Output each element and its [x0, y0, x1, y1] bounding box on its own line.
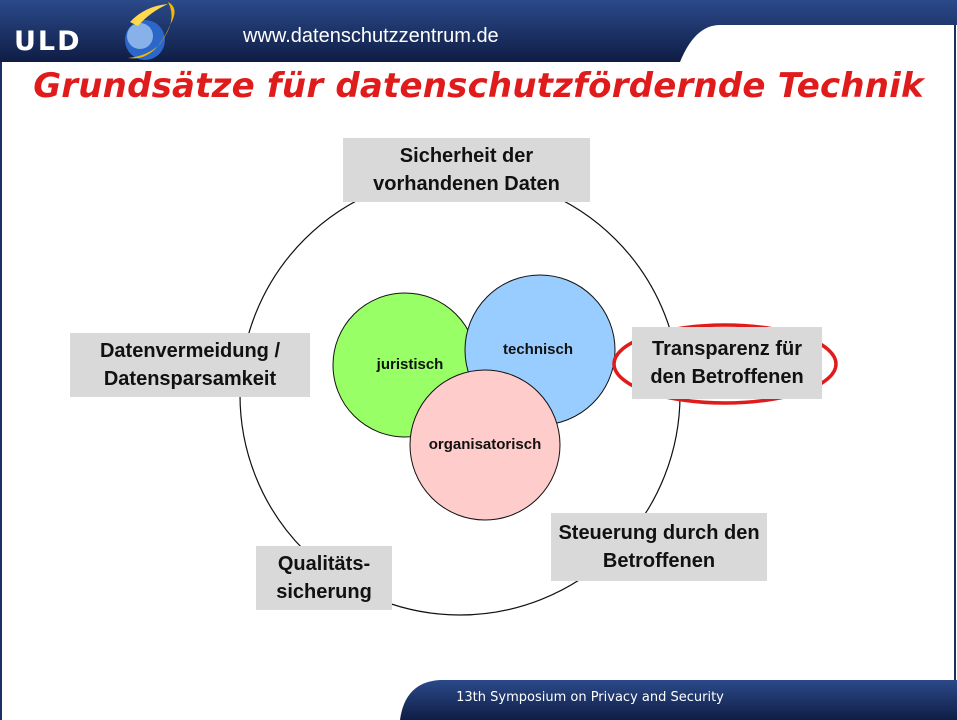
header-band: [0, 0, 957, 62]
header-url[interactable]: www.datenschutzzentrum.de: [243, 25, 499, 47]
label-qualitaet-text: Qualitäts-sicherung: [276, 553, 372, 603]
circle-label-technisch: technisch: [502, 341, 574, 358]
highlight-ellipse: [612, 323, 838, 405]
label-transparenz-text: Transparenz für den Betroffenen: [650, 338, 804, 388]
label-datenvermeidung: Datenvermeidung / Datensparsamkeit: [70, 333, 310, 397]
circle-label-organisatorisch: organisatorisch: [428, 436, 542, 453]
footer-text: 13th Symposium on Privacy and Security: [456, 690, 724, 705]
label-sicherheit-text: Sicherheit der vorhandenen Daten: [373, 145, 560, 195]
circle-label-juristisch: juristisch: [376, 356, 444, 373]
circle-organisatorisch: [409, 369, 561, 521]
label-steuerung-text: Steuerung durch den Betroffenen: [558, 522, 760, 572]
label-sicherheit: Sicherheit der vorhandenen Daten: [343, 138, 590, 202]
label-datenvermeidung-text: Datenvermeidung / Datensparsamkeit: [99, 340, 281, 390]
footer-band: [400, 680, 957, 720]
label-qualitaet: Qualitäts-sicherung: [256, 546, 392, 610]
logo-emblem-icon: [125, 2, 175, 60]
label-steuerung: Steuerung durch den Betroffenen: [551, 513, 767, 581]
slide-title: Grundsätze für datenschutzfördernde Tech…: [33, 66, 924, 106]
label-transparenz: Transparenz für den Betroffenen: [632, 327, 822, 399]
logo-text: ULD: [14, 26, 82, 57]
